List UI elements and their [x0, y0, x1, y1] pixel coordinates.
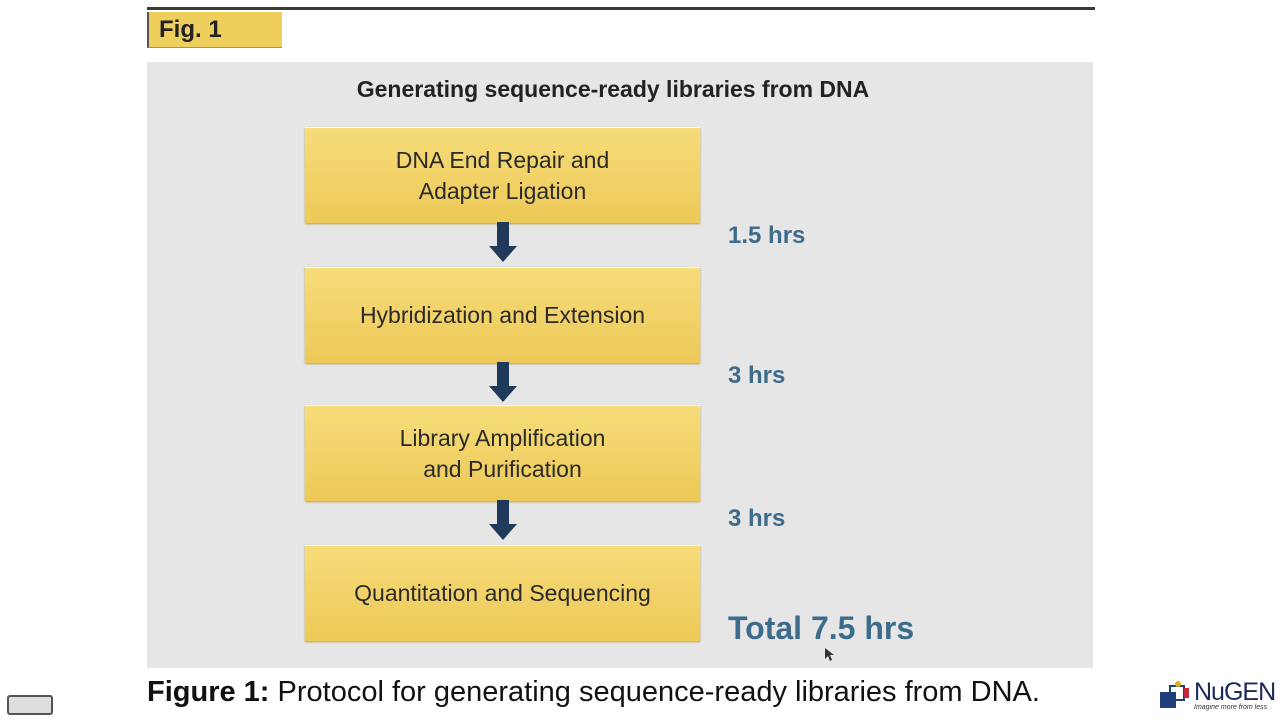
fig-tag: Fig. 1	[147, 12, 282, 48]
step-sequencing: Quantitation and Sequencing	[305, 545, 700, 641]
step-time: 3 hrs	[728, 362, 786, 389]
top-rule	[147, 7, 1095, 10]
caption-toggle-icon[interactable]	[7, 695, 53, 715]
logo-mark-icon	[1160, 681, 1189, 708]
figure-caption: Figure 1: Protocol for generating sequen…	[147, 676, 1040, 708]
diagram-title: Generating sequence-ready libraries from…	[356, 76, 870, 102]
arrow-down-icon	[489, 500, 517, 540]
step-time: 1.5 hrs	[728, 222, 806, 249]
arrow-down-icon	[489, 362, 517, 402]
figure-panel: Generating sequence-ready libraries from…	[147, 62, 1093, 668]
step-time: 3 hrs	[728, 505, 786, 532]
mouse-cursor-icon	[825, 648, 834, 661]
nugen-logo: NuGEN Imagine more from less	[1160, 678, 1276, 714]
step-hybridization: Hybridization and Extension	[305, 267, 700, 363]
arrow-down-icon	[489, 222, 517, 262]
total-time: Total 7.5 hrs	[728, 610, 915, 646]
